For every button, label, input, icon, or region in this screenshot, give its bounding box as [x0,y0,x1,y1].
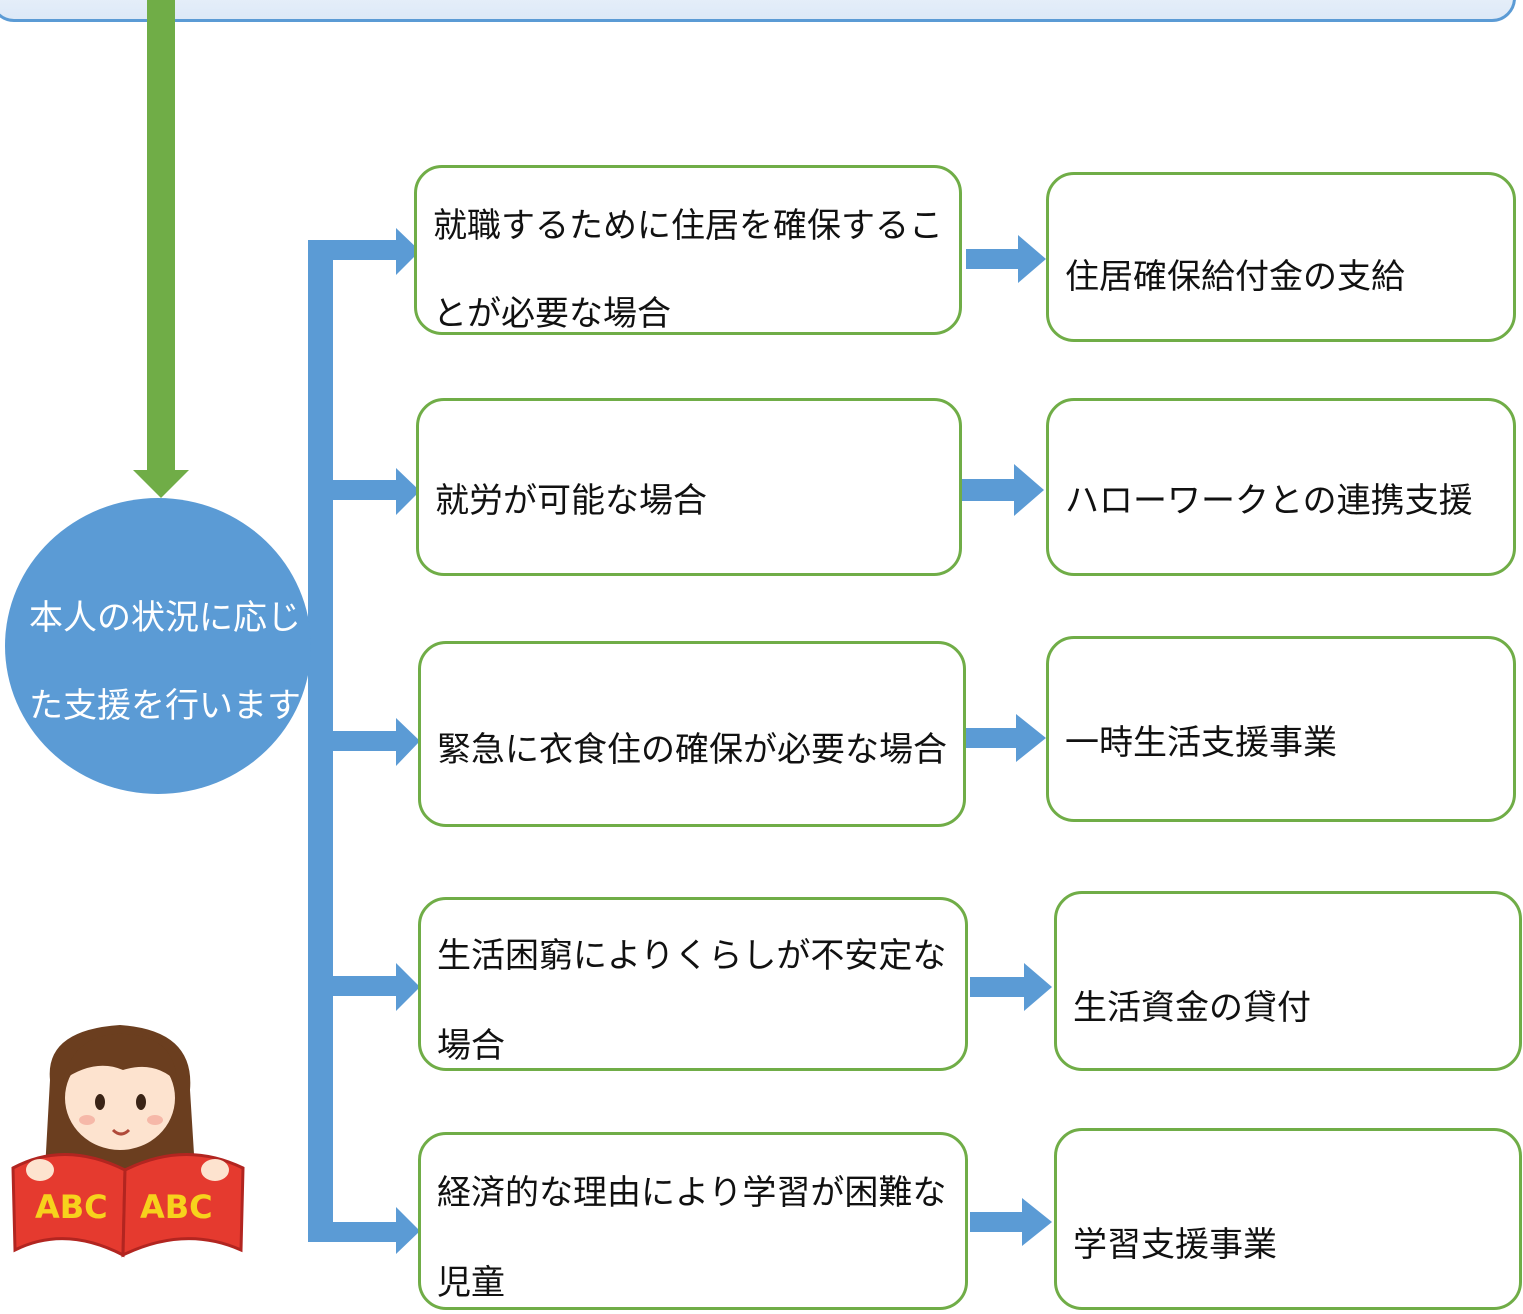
service-arrow-4 [970,963,1052,1011]
service-arrow-3 [966,714,1046,762]
girl-reading-illustration: ABC ABC [11,1025,245,1258]
condition-box-1: 就職するために住居を確保するこ とが必要な場合 [414,165,962,335]
condition-2-line-1: 就労が可能な場合 [435,481,707,521]
service-arrow-1 [966,235,1046,283]
branch-arrow-3 [333,718,420,766]
book-text-left: ABC [35,1188,108,1226]
condition-1-line-2: とが必要な場合 [433,294,671,334]
center-circle: 本人の状況に応じ た支援を行います [5,498,311,794]
green-down-arrow [133,0,189,498]
branch-arrow-5 [308,1207,420,1254]
branch-arrow-2 [333,468,420,515]
condition-box-2: 就労が可能な場合 [416,398,962,576]
service-box-4: 生活資金の貸付 [1054,891,1522,1071]
service-1-label: 住居確保給付金の支給 [1065,257,1405,297]
book-text-right: ABC [140,1188,213,1226]
branch-arrow-1 [308,228,420,275]
condition-4-line-1: 生活困窮によりくらしが不安定な [437,936,947,976]
branch-arrow-4 [333,963,420,1011]
service-5-label: 学習支援事業 [1073,1225,1277,1265]
service-box-3: 一時生活支援事業 [1046,636,1516,822]
service-4-label: 生活資金の貸付 [1073,988,1311,1028]
service-arrow-2 [961,464,1044,516]
condition-4-line-2: 場合 [437,1026,505,1066]
service-arrow-5 [970,1198,1052,1246]
center-text-line-2: た支援を行います [29,686,301,726]
condition-1-line-1: 就職するために住居を確保するこ [433,206,943,246]
condition-box-3: 緊急に衣食住の確保が必要な場合 [418,641,966,827]
service-box-2: ハローワークとの連携支援 [1046,398,1516,576]
blue-trunk [308,240,333,1242]
condition-box-5: 経済的な理由により学習が困難な 児童 [418,1132,968,1310]
service-box-1: 住居確保給付金の支給 [1046,172,1516,342]
condition-5-line-2: 児童 [437,1263,505,1303]
condition-5-line-1: 経済的な理由により学習が困難な [437,1173,947,1213]
service-2-label: ハローワークとの連携支援 [1065,481,1473,521]
center-text-line-1: 本人の状況に応じ [29,598,301,638]
service-box-5: 学習支援事業 [1054,1128,1522,1310]
service-3-label: 一時生活支援事業 [1065,723,1337,763]
condition-box-4: 生活困窮によりくらしが不安定な 場合 [418,897,968,1071]
condition-3-line-1: 緊急に衣食住の確保が必要な場合 [437,730,947,770]
